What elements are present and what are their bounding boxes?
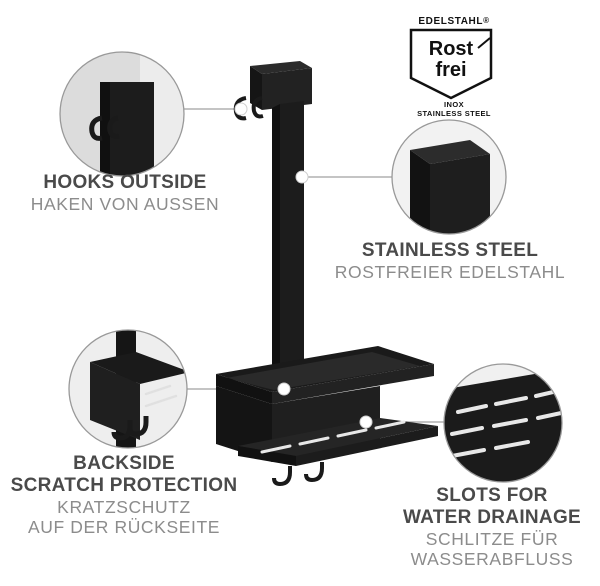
feature-subtitle: HAKEN VON AUSSEN <box>30 193 220 214</box>
feature-title-line2: SCRATCH PROTECTION <box>10 474 238 496</box>
rostfrei-badge: EDELSTAHL® <box>406 16 502 27</box>
feature-title-line2: WATER DRAINAGE <box>402 506 581 528</box>
badge-top-text: EDELSTAHL® <box>406 16 502 27</box>
logo-word-frei: frei <box>435 59 466 81</box>
badge-edelstahl: EDELSTAHL <box>418 16 484 27</box>
badge-subtext: INOX STAINLESS STEEL <box>406 100 502 118</box>
feature-title-line1: SLOTS FOR <box>436 485 548 506</box>
detail-circle-steel <box>391 119 507 235</box>
feature-subtitle-line1: SCHLITZE FÜR <box>425 528 559 549</box>
feature-subtitle-line2: AUF DER RÜCKSEITE <box>27 516 221 537</box>
feature-hooks-outside: HOOKS OUTSIDE HAKEN VON AUSSEN <box>10 172 240 214</box>
feature-subtitle: ROSTFREIER EDELSTAHL <box>334 261 566 282</box>
feature-title-line1: BACKSIDE <box>73 453 175 474</box>
feature-subtitle-line2: WASSERABFLUSS <box>410 548 574 569</box>
badge-stainless-steel: STAINLESS STEEL <box>417 109 491 118</box>
drainage-slots <box>260 420 406 454</box>
detail-circle-slots <box>443 363 563 483</box>
feature-title: STAINLESS STEEL <box>361 240 539 261</box>
detail-circle-hooks <box>59 51 185 177</box>
feature-stainless-steel: STAINLESS STEEL ROSTFREIER EDELSTAHL <box>330 240 570 282</box>
feature-water-drainage: SLOTS FOR WATER DRAINAGE SCHLITZE FÜR WA… <box>392 485 592 569</box>
shower-caddy <box>216 61 438 487</box>
badge-inox: INOX <box>444 100 464 109</box>
logo-word-rost: Rost <box>429 38 474 60</box>
feature-title: HOOKS OUTSIDE <box>43 172 207 193</box>
feature-backside-protection: BACKSIDE SCRATCH PROTECTION KRATZSCHUTZ … <box>6 453 242 537</box>
registered-mark: ® <box>483 16 490 25</box>
detail-circle-backside <box>68 329 188 449</box>
feature-subtitle-line1: KRATZSCHUTZ <box>57 496 191 517</box>
rostfrei-logo-shield: Rost frei <box>409 28 493 100</box>
marker-dots <box>234 102 373 429</box>
